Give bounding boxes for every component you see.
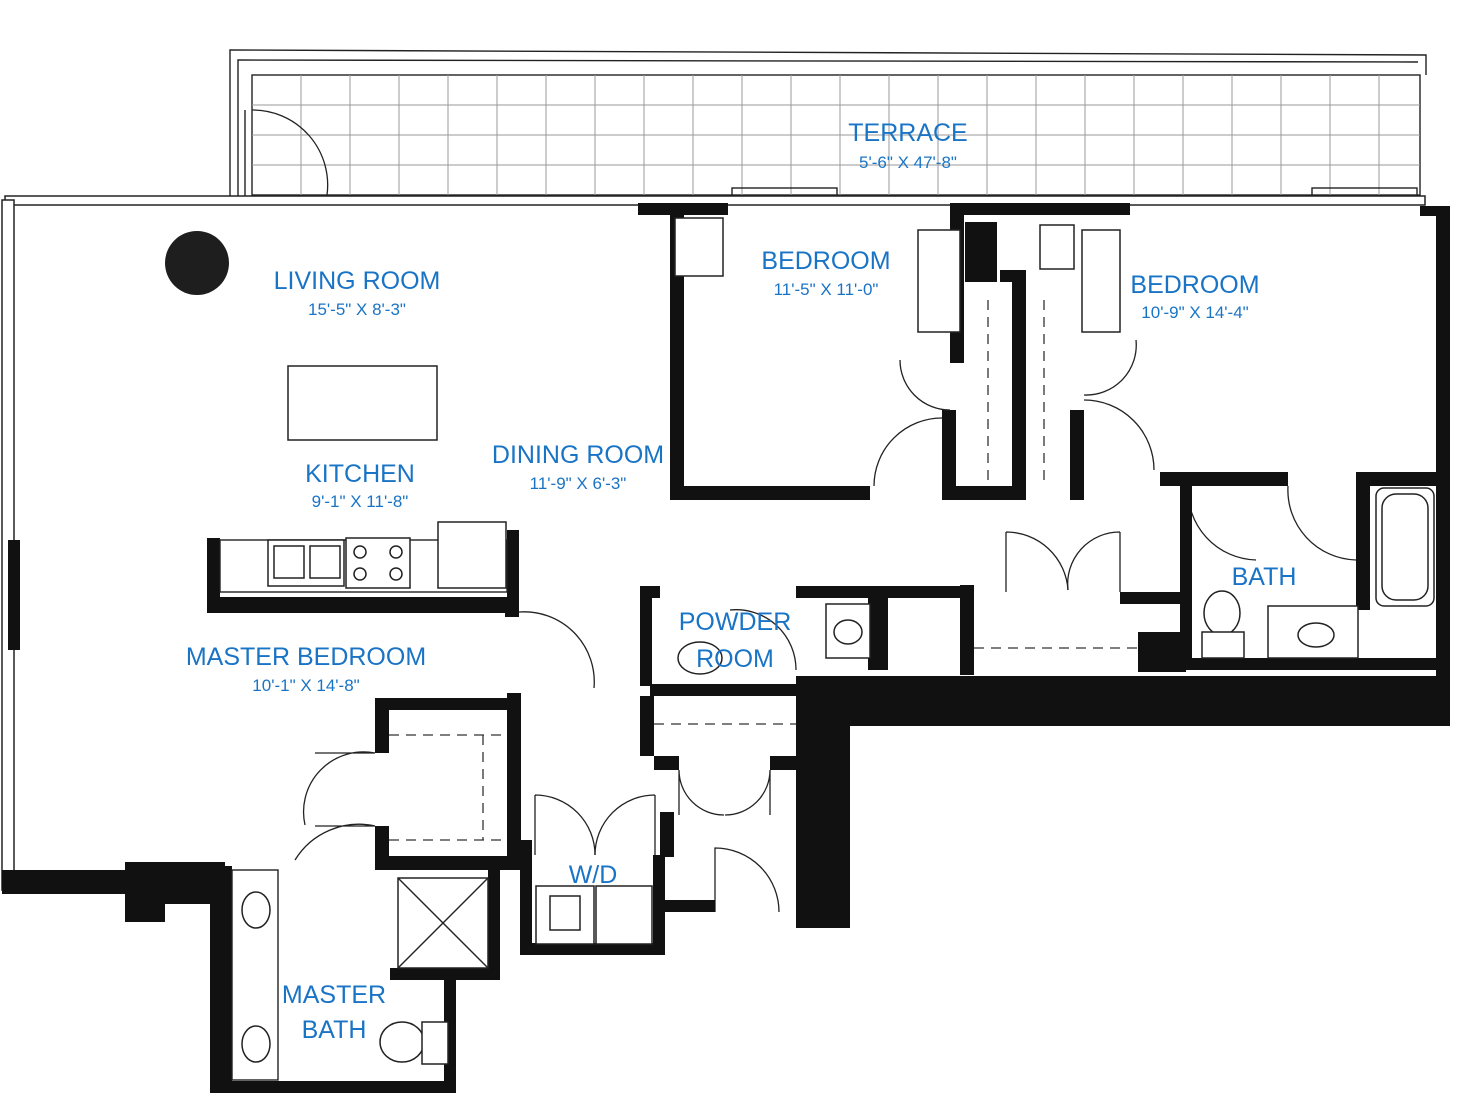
powder-room-label-line-1: POWDER xyxy=(679,608,792,636)
powder-room-area xyxy=(640,586,966,696)
kitchen-cooktop xyxy=(345,537,411,589)
dryer xyxy=(595,885,653,945)
master-bedroom-dimensions: 10'-1" X 14'-8" xyxy=(252,676,359,695)
bedroom-1-walls xyxy=(670,213,1022,500)
terrace-label: TERRACE xyxy=(848,119,967,147)
master-bath-area xyxy=(210,866,500,1093)
master-bath-vanity xyxy=(231,869,279,1081)
hall-closet xyxy=(960,531,1186,675)
powder-toilet xyxy=(677,641,723,675)
bath-toilet xyxy=(1203,590,1241,636)
bedroom-2-hvac-unit xyxy=(1039,224,1075,270)
kitchen-area xyxy=(207,365,519,613)
master-bath-label-line-1: MASTER xyxy=(282,981,386,1009)
bedroom-1-hvac-unit xyxy=(674,217,724,277)
bath-area xyxy=(1180,482,1440,670)
structural-column xyxy=(165,231,229,295)
master-bath-toilet xyxy=(379,1021,425,1063)
building-core xyxy=(796,676,1450,928)
terrace-door-swing xyxy=(251,109,329,196)
bedroom-2-closet-shelf xyxy=(1081,229,1121,333)
refrigerator xyxy=(437,521,507,589)
entry-hall xyxy=(640,696,796,913)
master-bath-label-line-2: BATH xyxy=(302,1016,367,1044)
bath-label: BATH xyxy=(1232,563,1297,591)
laundry-area xyxy=(520,794,665,955)
bedroom-closets xyxy=(987,224,1084,500)
master-bath-sink-1 xyxy=(241,891,271,929)
bedroom-1-dimensions: 11'-5" X 11'-0" xyxy=(774,280,879,299)
master-bath-sink-2 xyxy=(241,1025,271,1063)
kitchen-label: KITCHEN xyxy=(305,460,415,488)
bedroom-2-label: BEDROOM xyxy=(1130,271,1259,299)
powder-room-label-line-2: ROOM xyxy=(696,645,774,673)
dining-room-dimensions: 11'-9" X 6'-3" xyxy=(530,474,627,493)
master-bedroom-label: MASTER BEDROOM xyxy=(186,643,426,671)
dining-room-label: DINING ROOM xyxy=(492,441,664,469)
bedroom-2-dimensions: 10'-9" X 14'-4" xyxy=(1141,303,1248,322)
room-labels: TERRACE 5'-6" X 47'-8" LIVING ROOM 15'-5… xyxy=(186,119,1297,1044)
terrace-tile-grid xyxy=(252,75,1420,195)
bedroom-1-label: BEDROOM xyxy=(761,247,890,275)
master-bedroom-walls xyxy=(294,605,595,870)
kitchen-dimensions: 9'-1" X 11'-8" xyxy=(312,492,409,511)
terrace-dimensions: 5'-6" X 47'-8" xyxy=(859,153,957,172)
terrace-area xyxy=(229,49,1427,200)
bedroom-1-closet-shelf xyxy=(917,229,961,333)
kitchen-island xyxy=(287,365,438,441)
north-window-wall xyxy=(4,195,1450,216)
living-room-dimensions: 15'-5" X 8'-3" xyxy=(308,300,406,319)
laundry-label: W/D xyxy=(569,861,618,889)
west-window-wall xyxy=(1,199,225,922)
living-room-label: LIVING ROOM xyxy=(274,267,441,295)
